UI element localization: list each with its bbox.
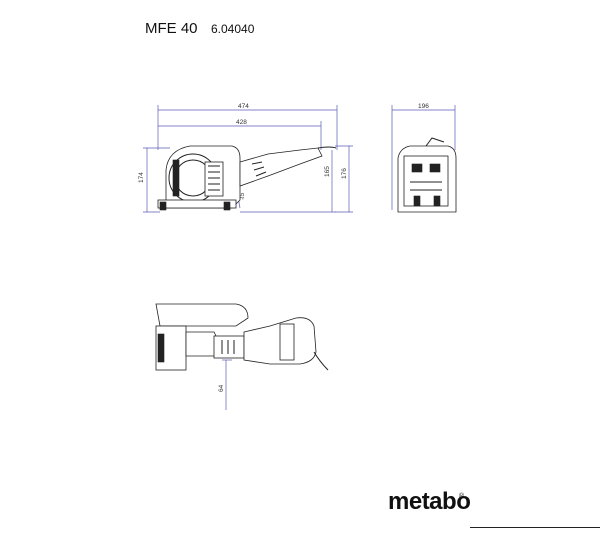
dim-overall-height: 176 [341,168,348,179]
brand-logo: metabo [388,488,471,515]
dim-cut-depth: 15 [238,192,246,201]
footer-divider [470,527,600,528]
model-name: MFE 40 [145,20,198,37]
dim-body-length: 428 [236,119,247,126]
side-view: 474 428 174 165 176 15 [138,103,353,213]
brand-registered-mark: ® [459,493,465,500]
dim-total-height: 174 [138,172,145,183]
top-view: 64 [155,303,329,410]
dim-top-view-depth: 64 [218,384,225,392]
article-number: 6.04040 [211,22,255,36]
dim-total-length: 474 [238,103,249,110]
dim-width: 196 [418,103,429,110]
dim-handle-height: 165 [324,166,331,177]
front-view: 196 [391,103,457,213]
